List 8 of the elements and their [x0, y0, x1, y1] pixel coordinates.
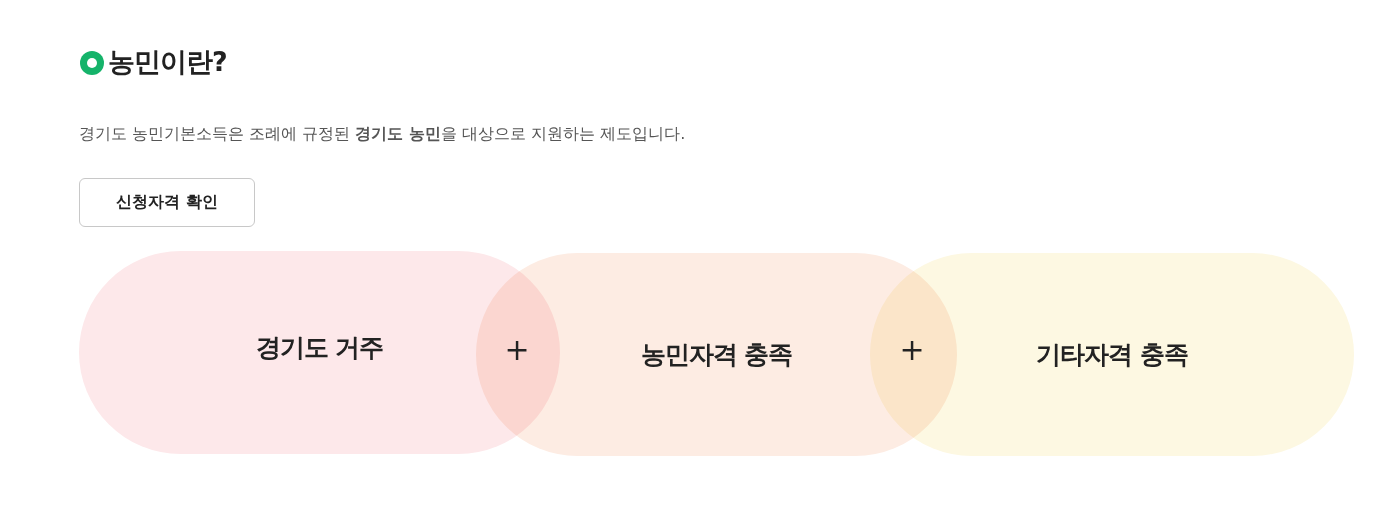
- plus-sign: +: [898, 332, 926, 367]
- plus-sign: +: [503, 332, 531, 367]
- condition-text: 기타자격 충족: [1036, 339, 1188, 371]
- section-title: 농민이란?: [108, 45, 227, 79]
- condition-text: 경기도 거주: [255, 332, 384, 364]
- description-text: 경기도 농민기본소득은 조례에 규정된 경기도 농민을 대상으로 지원하는 제도입니다.: [79, 124, 686, 145]
- condition-text: 농민자격 충족: [640, 339, 793, 371]
- eligibility-button: 신청자격 확인: [79, 178, 255, 227]
